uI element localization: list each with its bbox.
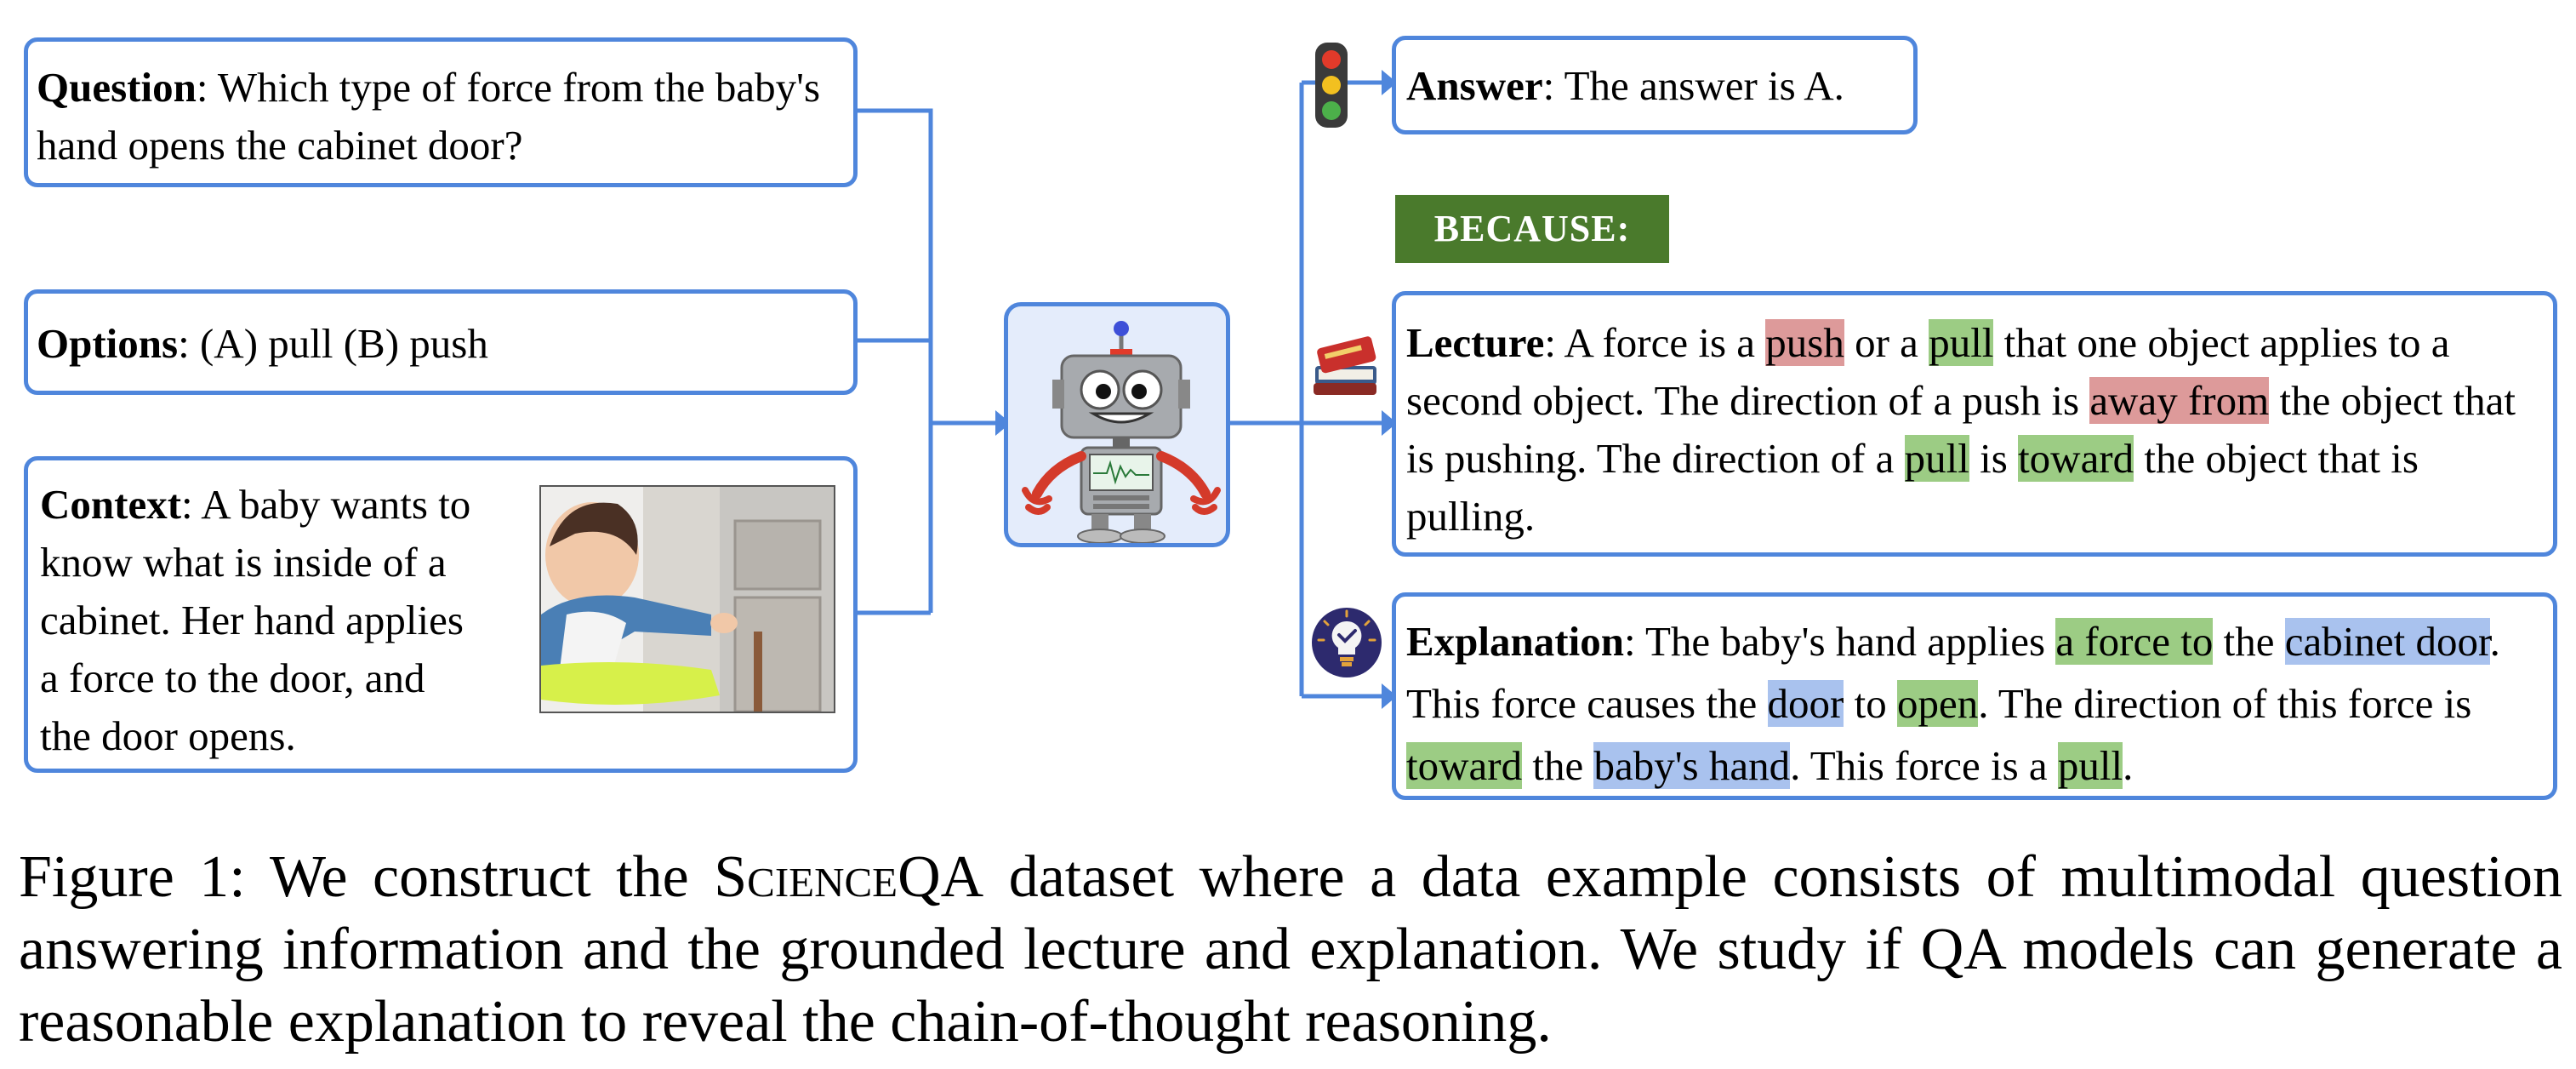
explanation-segment: to xyxy=(1844,680,1897,727)
traffic-light-icon xyxy=(1315,43,1348,128)
explanation-label: Explanation xyxy=(1406,618,1624,665)
lecture-text: : A force is a push or a pull that one o… xyxy=(1406,319,2516,540)
explanation-segment: : The baby's hand applies xyxy=(1623,618,2056,665)
explanation-highlight-green: open xyxy=(1896,680,1979,727)
explanation-highlight-blue: cabinet door xyxy=(2284,618,2490,665)
robot-icon xyxy=(1022,321,1221,544)
options-box: Options: (A) pull (B) push xyxy=(24,289,858,395)
answer-label: Answer xyxy=(1406,62,1543,109)
answer-text: : The answer is A. xyxy=(1542,62,1844,109)
robot-box xyxy=(1004,302,1230,547)
lecture-highlight-red: away from xyxy=(2089,377,2270,424)
lightbulb-icon xyxy=(1312,608,1382,677)
explanation-segment: the xyxy=(2213,618,2285,665)
connector-question xyxy=(856,108,933,613)
explanation-highlight-green: pull xyxy=(2057,742,2123,789)
explanation-segment: . xyxy=(2123,742,2134,789)
figure-caption: Figure 1: We construct the ScienceQA dat… xyxy=(19,841,2562,1058)
lecture-segment: : A force is a xyxy=(1544,319,1766,366)
explanation-highlight-green: a force to xyxy=(2055,618,2214,665)
question-text: : Which type of force from the baby's ha… xyxy=(37,64,821,169)
lecture-highlight-green: pull xyxy=(1929,319,1994,366)
lecture-highlight-green: toward xyxy=(2018,435,2134,482)
explanation-highlight-green: toward xyxy=(1406,742,1523,789)
question-box: Question: Which type of force from the b… xyxy=(24,37,858,187)
caption-suffix: dataset where a data example consists of… xyxy=(19,844,2562,1055)
lecture-box: Lecture: A force is a push or a pull tha… xyxy=(1392,291,2557,557)
explanation-highlight-blue: baby's hand xyxy=(1593,742,1791,789)
options-text: : (A) pull (B) push xyxy=(178,320,488,367)
lecture-highlight-green: pull xyxy=(1904,435,1969,482)
answer-box: Answer: The answer is A. xyxy=(1392,36,1918,134)
context-image xyxy=(539,485,835,713)
explanation-text: : The baby's hand applies a force to the… xyxy=(1406,618,2500,789)
explanation-segment: . This force causes the xyxy=(1406,618,2500,727)
lecture-segment: or a xyxy=(1844,319,1929,366)
question-label: Question xyxy=(37,64,197,111)
caption-prefix: Figure 1: We construct the xyxy=(19,844,715,910)
caption-dataset-name: ScienceQA xyxy=(714,844,984,910)
explanation-segment: the xyxy=(1522,742,1594,789)
lecture-segment: that one object applies to a second obje… xyxy=(1406,319,2450,424)
context-label: Context xyxy=(40,481,182,528)
explanation-segment: . This force is a xyxy=(1790,742,2058,789)
explanation-segment: . The direction of this force is xyxy=(1978,680,2472,727)
context-text: Context: A baby wants to know what is in… xyxy=(40,481,471,759)
book-icon xyxy=(1314,336,1376,395)
lecture-segment: is xyxy=(1969,435,2019,482)
explanation-highlight-blue: door xyxy=(1767,680,1844,727)
lecture-highlight-red: push xyxy=(1765,319,1844,366)
because-banner: BECAUSE: xyxy=(1395,195,1669,263)
lecture-label: Lecture xyxy=(1406,319,1545,366)
lecture-segment: the object that is pushing. The directio… xyxy=(1406,377,2516,482)
options-label: Options xyxy=(37,320,179,367)
explanation-box: Explanation: The baby's hand applies a f… xyxy=(1392,592,2557,800)
lecture-segment: the object that is pulling. xyxy=(1406,435,2419,540)
